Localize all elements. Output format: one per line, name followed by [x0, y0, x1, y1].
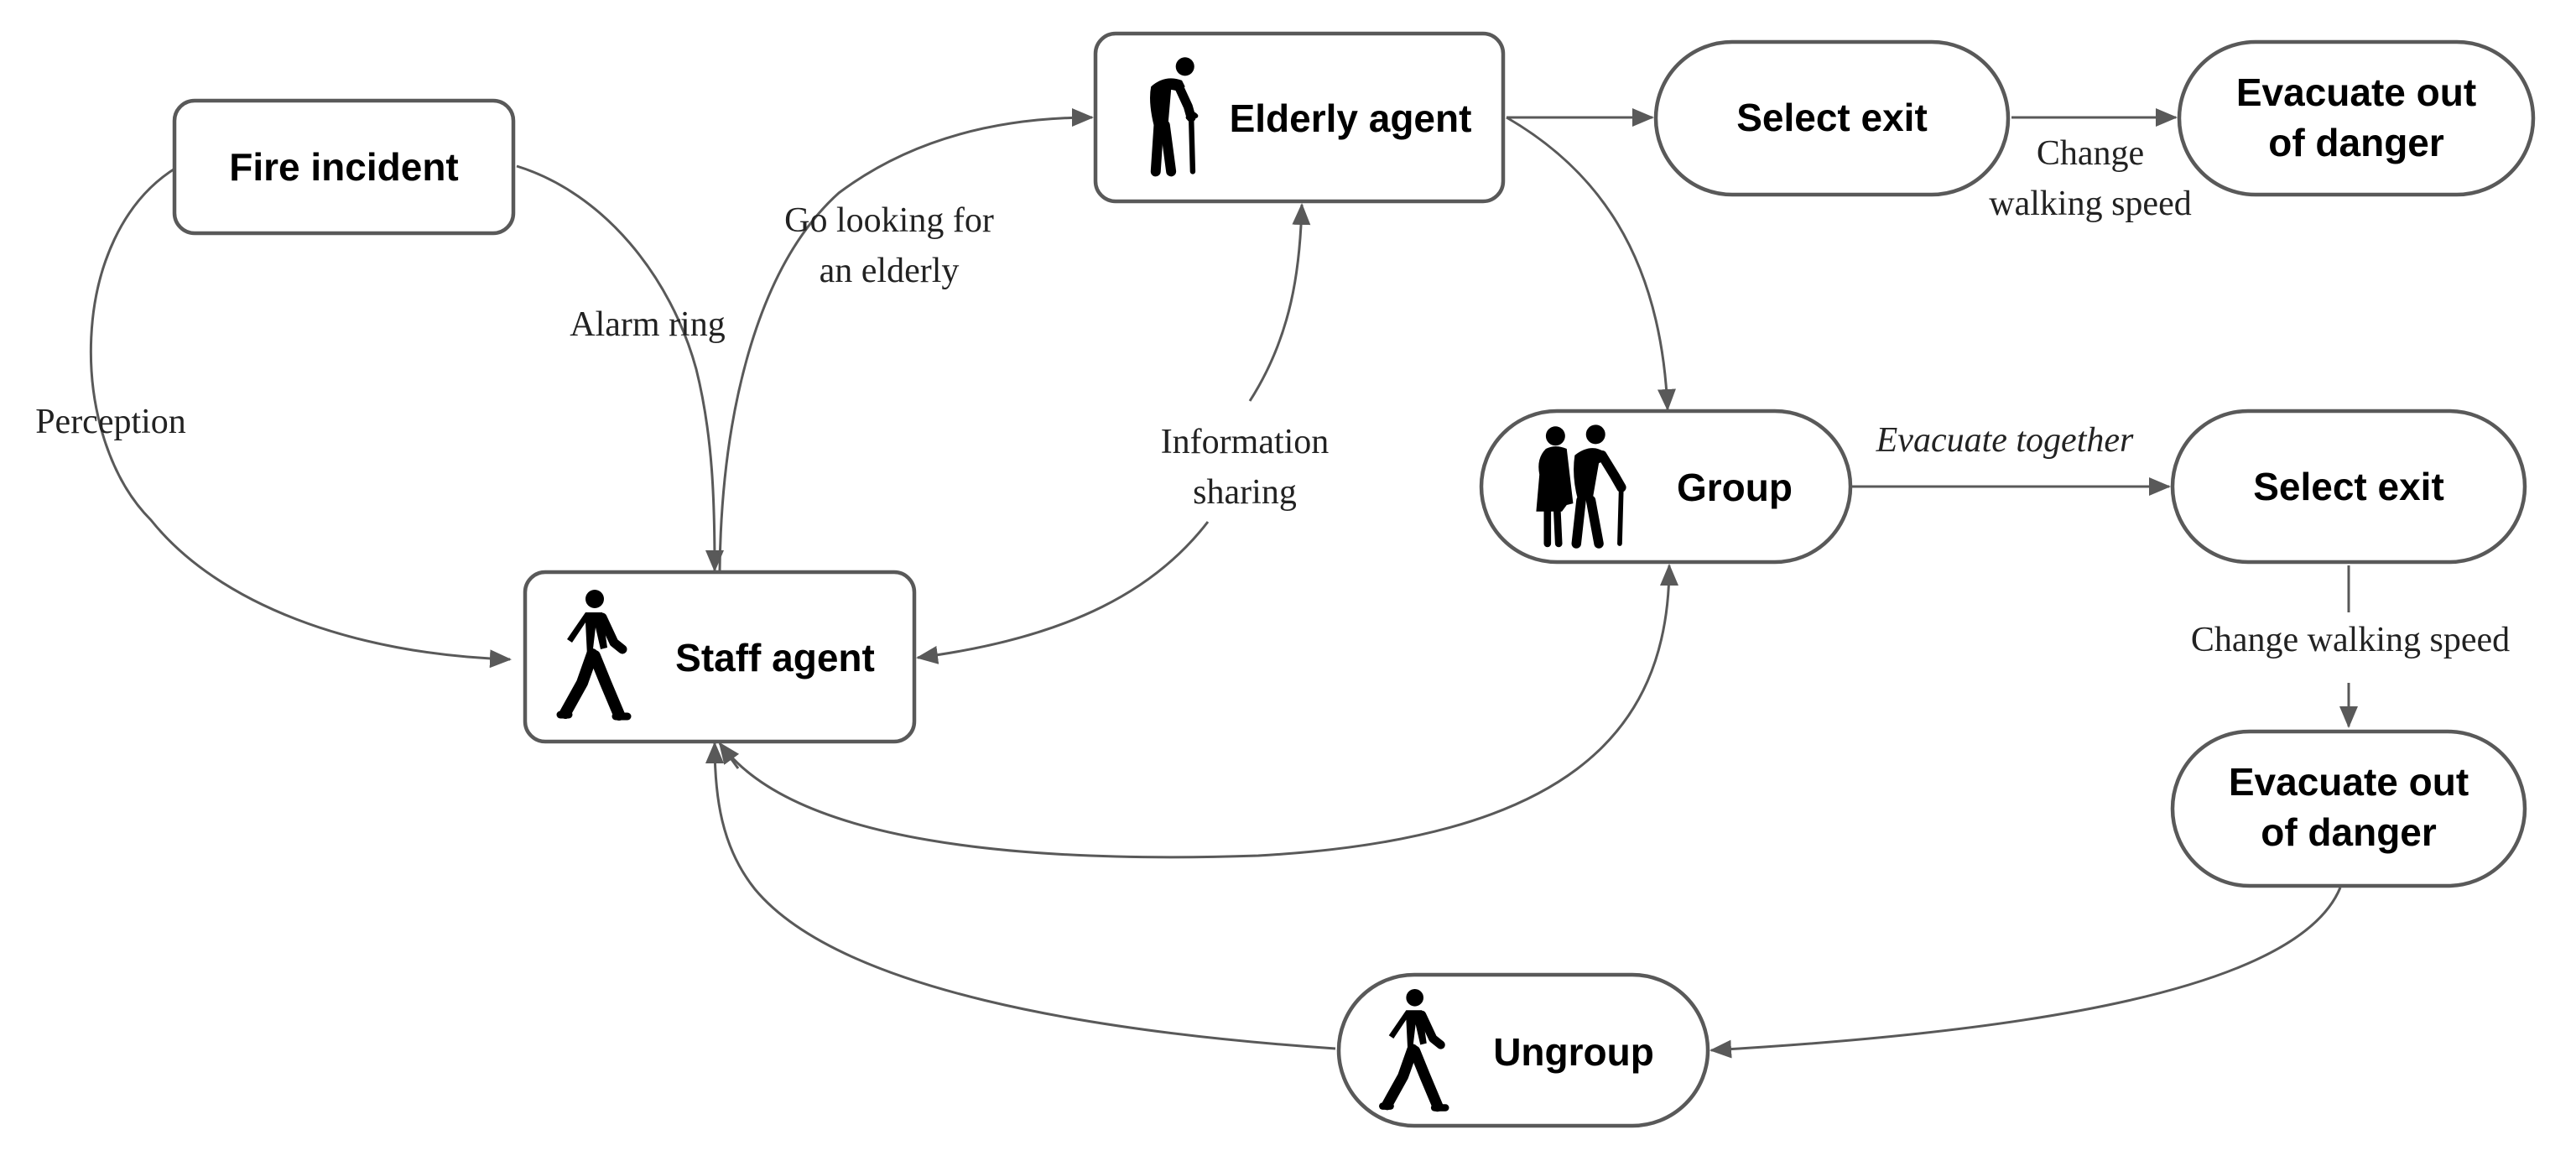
label-change-speed-1-line2: walking speed	[1989, 185, 2191, 223]
node-elderly-agent: Elderly agent	[1093, 31, 1506, 204]
group-label: Group	[1677, 466, 1793, 509]
edge-go-looking	[718, 108, 1094, 571]
elderly-agent-box	[1093, 31, 1506, 204]
elderly-agent-label: Elderly agent	[1230, 96, 1472, 140]
label-change-speed-2: Change walking speed	[2191, 621, 2510, 659]
evacuate-top-box	[2177, 39, 2536, 197]
select-exit-right-box	[2170, 409, 2527, 565]
group-box	[1479, 409, 1853, 565]
label-info-sharing-line1: Information	[1161, 423, 1330, 461]
evacuate-top-label-line2: of danger	[2268, 121, 2444, 164]
ungroup-label: Ungroup	[1493, 1030, 1654, 1074]
staff-agent-label: Staff agent	[675, 636, 875, 679]
edge-info-sharing-up	[1248, 203, 1311, 402]
label-go-looking-line1: Go looking for	[784, 201, 994, 240]
edge-evacuate-to-ungroup	[1710, 887, 2342, 1059]
node-evacuate-top: Evacuate out of danger	[2177, 39, 2536, 197]
evacuate-right-label-line2: of danger	[2261, 810, 2437, 854]
node-staff-agent: Staff agent	[523, 570, 917, 744]
label-alarm-ring: Alarm ring	[570, 305, 725, 344]
edge-ungroup-to-staff	[705, 742, 1336, 1050]
label-go-looking-line2: an elderly	[820, 252, 960, 290]
edge-staff-group-start-arrow	[718, 742, 740, 769]
fire-incident-label: Fire incident	[229, 145, 458, 189]
edges	[89, 108, 2358, 1059]
label-evacuate-together: Evacuate together	[1876, 421, 2134, 460]
staff-agent-box	[523, 570, 917, 744]
evacuate-right-label-line1: Evacuate out	[2229, 760, 2469, 804]
node-ungroup: Ungroup	[1336, 972, 1710, 1128]
node-fire-incident: Fire incident	[172, 98, 516, 236]
select-exit-right-label: Select exit	[2253, 465, 2444, 508]
select-exit-top-box	[1653, 39, 2011, 197]
select-exit-top-label: Select exit	[1736, 96, 1928, 139]
label-change-speed-1-line1: Change	[2037, 134, 2144, 173]
node-select-exit-top: Select exit	[1653, 39, 2011, 197]
edge-staff-group	[728, 564, 1678, 859]
edge-alarm-ring	[516, 164, 724, 572]
edge-labels: Perception Alarm ring Go looking for an …	[35, 134, 2510, 659]
edge-elderly-to-group	[1506, 116, 1676, 411]
evacuate-top-label-line1: Evacuate out	[2236, 70, 2476, 114]
edge-perception	[89, 166, 512, 669]
label-perception: Perception	[35, 403, 186, 441]
node-select-exit-right: Select exit	[2170, 409, 2527, 565]
edge-info-sharing-down	[916, 521, 1210, 664]
fire-incident-box	[172, 98, 516, 236]
node-evacuate-right: Evacuate out of danger	[2170, 729, 2527, 888]
node-group: Group	[1479, 409, 1853, 565]
evacuate-right-box	[2170, 729, 2527, 888]
label-info-sharing-line2: sharing	[1193, 473, 1297, 512]
